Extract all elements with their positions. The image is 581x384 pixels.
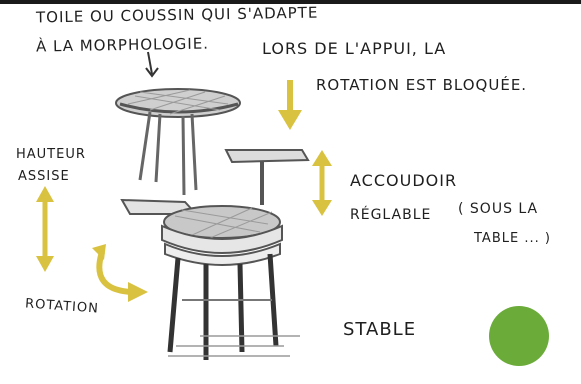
table-note-line2: table ... )	[474, 228, 551, 250]
back-post	[140, 112, 196, 195]
armrest	[226, 150, 308, 162]
lock-note-line2: rotation est bloquée.	[316, 74, 527, 96]
table-note-line1: ( sous la	[458, 198, 538, 220]
green-status-dot	[489, 306, 549, 366]
height-label-line1: Hauteur	[16, 144, 86, 166]
lock-note-line1: Lors de l'appui, la	[262, 38, 446, 60]
armrest-label-line1: Accoudoir	[350, 170, 457, 192]
seat-height-arrow	[36, 186, 54, 272]
seat-note-line2: à la morphologie.	[36, 32, 209, 57]
height-label-line2: assise	[18, 166, 70, 188]
armrest-label-line2: réglable	[350, 204, 431, 226]
rotation-arrow	[92, 244, 148, 302]
armrest-height-arrow	[312, 150, 332, 216]
chair-legs	[170, 254, 276, 360]
stable-label: Stable	[343, 319, 416, 341]
lock-arrow	[278, 80, 302, 130]
